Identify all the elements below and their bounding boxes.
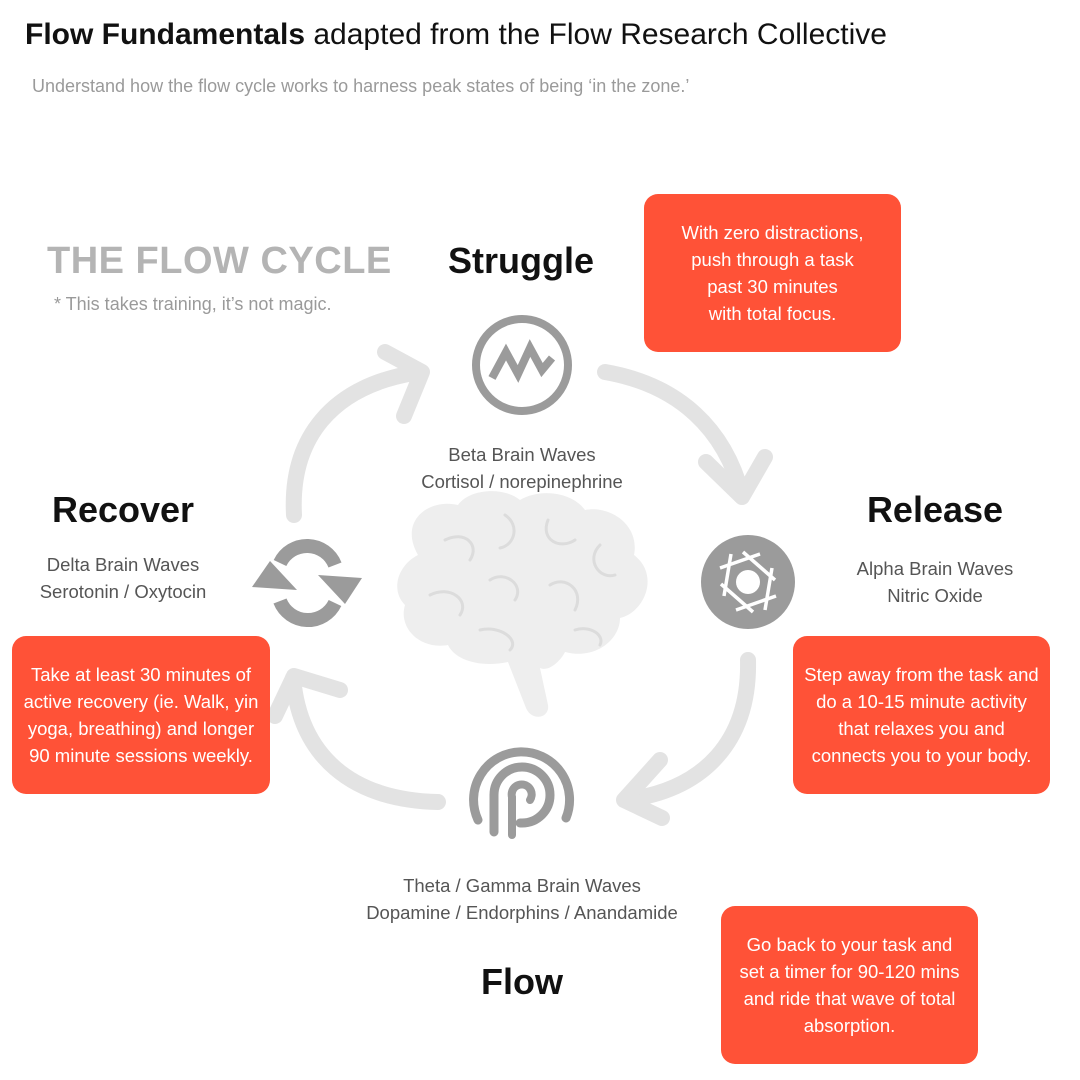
refresh-arrows-icon bbox=[252, 538, 362, 628]
camera-shutter-icon bbox=[701, 535, 795, 629]
recover-brain-waves: Delta Brain Waves bbox=[46, 554, 200, 575]
tip-struggle-line: with total focus. bbox=[708, 303, 837, 324]
stage-name-release: Release bbox=[866, 489, 1004, 530]
brain-icon bbox=[397, 491, 648, 717]
tip-box-struggle: With zero distractions, push through a t… bbox=[644, 194, 901, 352]
tip-recover-line: yoga, breathing) and longer bbox=[27, 718, 255, 739]
stage-name-flow: Flow bbox=[481, 961, 563, 1002]
tip-struggle-line: push through a task bbox=[691, 249, 854, 270]
tip-release-line: do a 10-15 minute activity bbox=[816, 691, 1027, 712]
struggle-chemicals: Cortisol / norepinephrine bbox=[421, 471, 623, 492]
tip-release-line: Step away from the task and bbox=[804, 664, 1039, 685]
cycle-note: * This takes training, it’s not magic. bbox=[54, 294, 332, 314]
tip-release-line: connects you to your body. bbox=[811, 745, 1032, 766]
arrow-recover-to-struggle bbox=[285, 364, 428, 523]
tip-box-flow: Go back to your task and set a timer for… bbox=[721, 906, 978, 1064]
arrow-head-flow-to-recover bbox=[267, 668, 348, 724]
arrow-flow-to-recover bbox=[285, 670, 446, 810]
release-brain-waves: Alpha Brain Waves bbox=[856, 558, 1014, 579]
stage-name-struggle: Struggle bbox=[447, 240, 594, 281]
arrow-head-release-to-flow bbox=[616, 752, 670, 826]
zigzag-circle-icon bbox=[472, 315, 572, 415]
tip-flow-line: absorption. bbox=[803, 1015, 896, 1036]
recover-chemicals: Serotonin / Oxytocin bbox=[39, 581, 207, 602]
arrow-head-struggle-to-release bbox=[698, 449, 773, 505]
flow-chemicals: Dopamine / Endorphins / Anandamide bbox=[366, 902, 678, 923]
tip-recover-line: active recovery (ie. Walk, yin bbox=[23, 691, 259, 712]
arrow-struggle-to-release bbox=[597, 364, 750, 503]
stage-info-recover: Delta Brain Waves Serotonin / Oxytocin bbox=[3, 551, 243, 605]
page-title-bold: Flow Fundamentals bbox=[25, 18, 306, 51]
release-chemicals: Nitric Oxide bbox=[887, 585, 983, 606]
tip-recover-line: 90 minute sessions weekly. bbox=[29, 745, 253, 766]
tip-recover-line: Take at least 30 minutes of bbox=[30, 664, 252, 685]
flow-brain-waves: Theta / Gamma Brain Waves bbox=[403, 875, 641, 896]
page-title: Flow Fundamentals adapted from the Flow … bbox=[25, 18, 887, 52]
page-subtitle: Understand how the flow cycle works to h… bbox=[32, 76, 690, 96]
arrow-head-recover-to-struggle bbox=[377, 344, 430, 424]
stage-info-struggle: Beta Brain Waves Cortisol / norepinephri… bbox=[372, 441, 672, 495]
tip-flow-line: and ride that wave of total bbox=[743, 988, 956, 1009]
tip-box-release: Step away from the task and do a 10-15 m… bbox=[793, 636, 1050, 794]
arrow-release-to-flow bbox=[617, 652, 757, 808]
struggle-brain-waves: Beta Brain Waves bbox=[448, 444, 596, 465]
tip-struggle-line: past 30 minutes bbox=[707, 276, 838, 297]
tip-box-recover: Take at least 30 minutes of active recov… bbox=[12, 636, 270, 794]
cycle-title: THE FLOW CYCLE bbox=[47, 240, 392, 282]
tip-flow-line: set a timer for 90-120 mins bbox=[739, 961, 960, 982]
page-title-rest: adapted from the Flow Research Collectiv… bbox=[305, 18, 887, 51]
stage-info-flow: Theta / Gamma Brain Waves Dopamine / End… bbox=[322, 872, 722, 926]
tip-struggle-line: With zero distractions, bbox=[681, 222, 864, 243]
stage-name-recover: Recover bbox=[51, 489, 195, 530]
stage-info-release: Alpha Brain Waves Nitric Oxide bbox=[815, 555, 1055, 609]
tip-release-line: that relaxes you and bbox=[838, 718, 1005, 739]
flow-swirl-icon bbox=[469, 747, 575, 839]
tip-flow-line: Go back to your task and bbox=[746, 934, 953, 955]
